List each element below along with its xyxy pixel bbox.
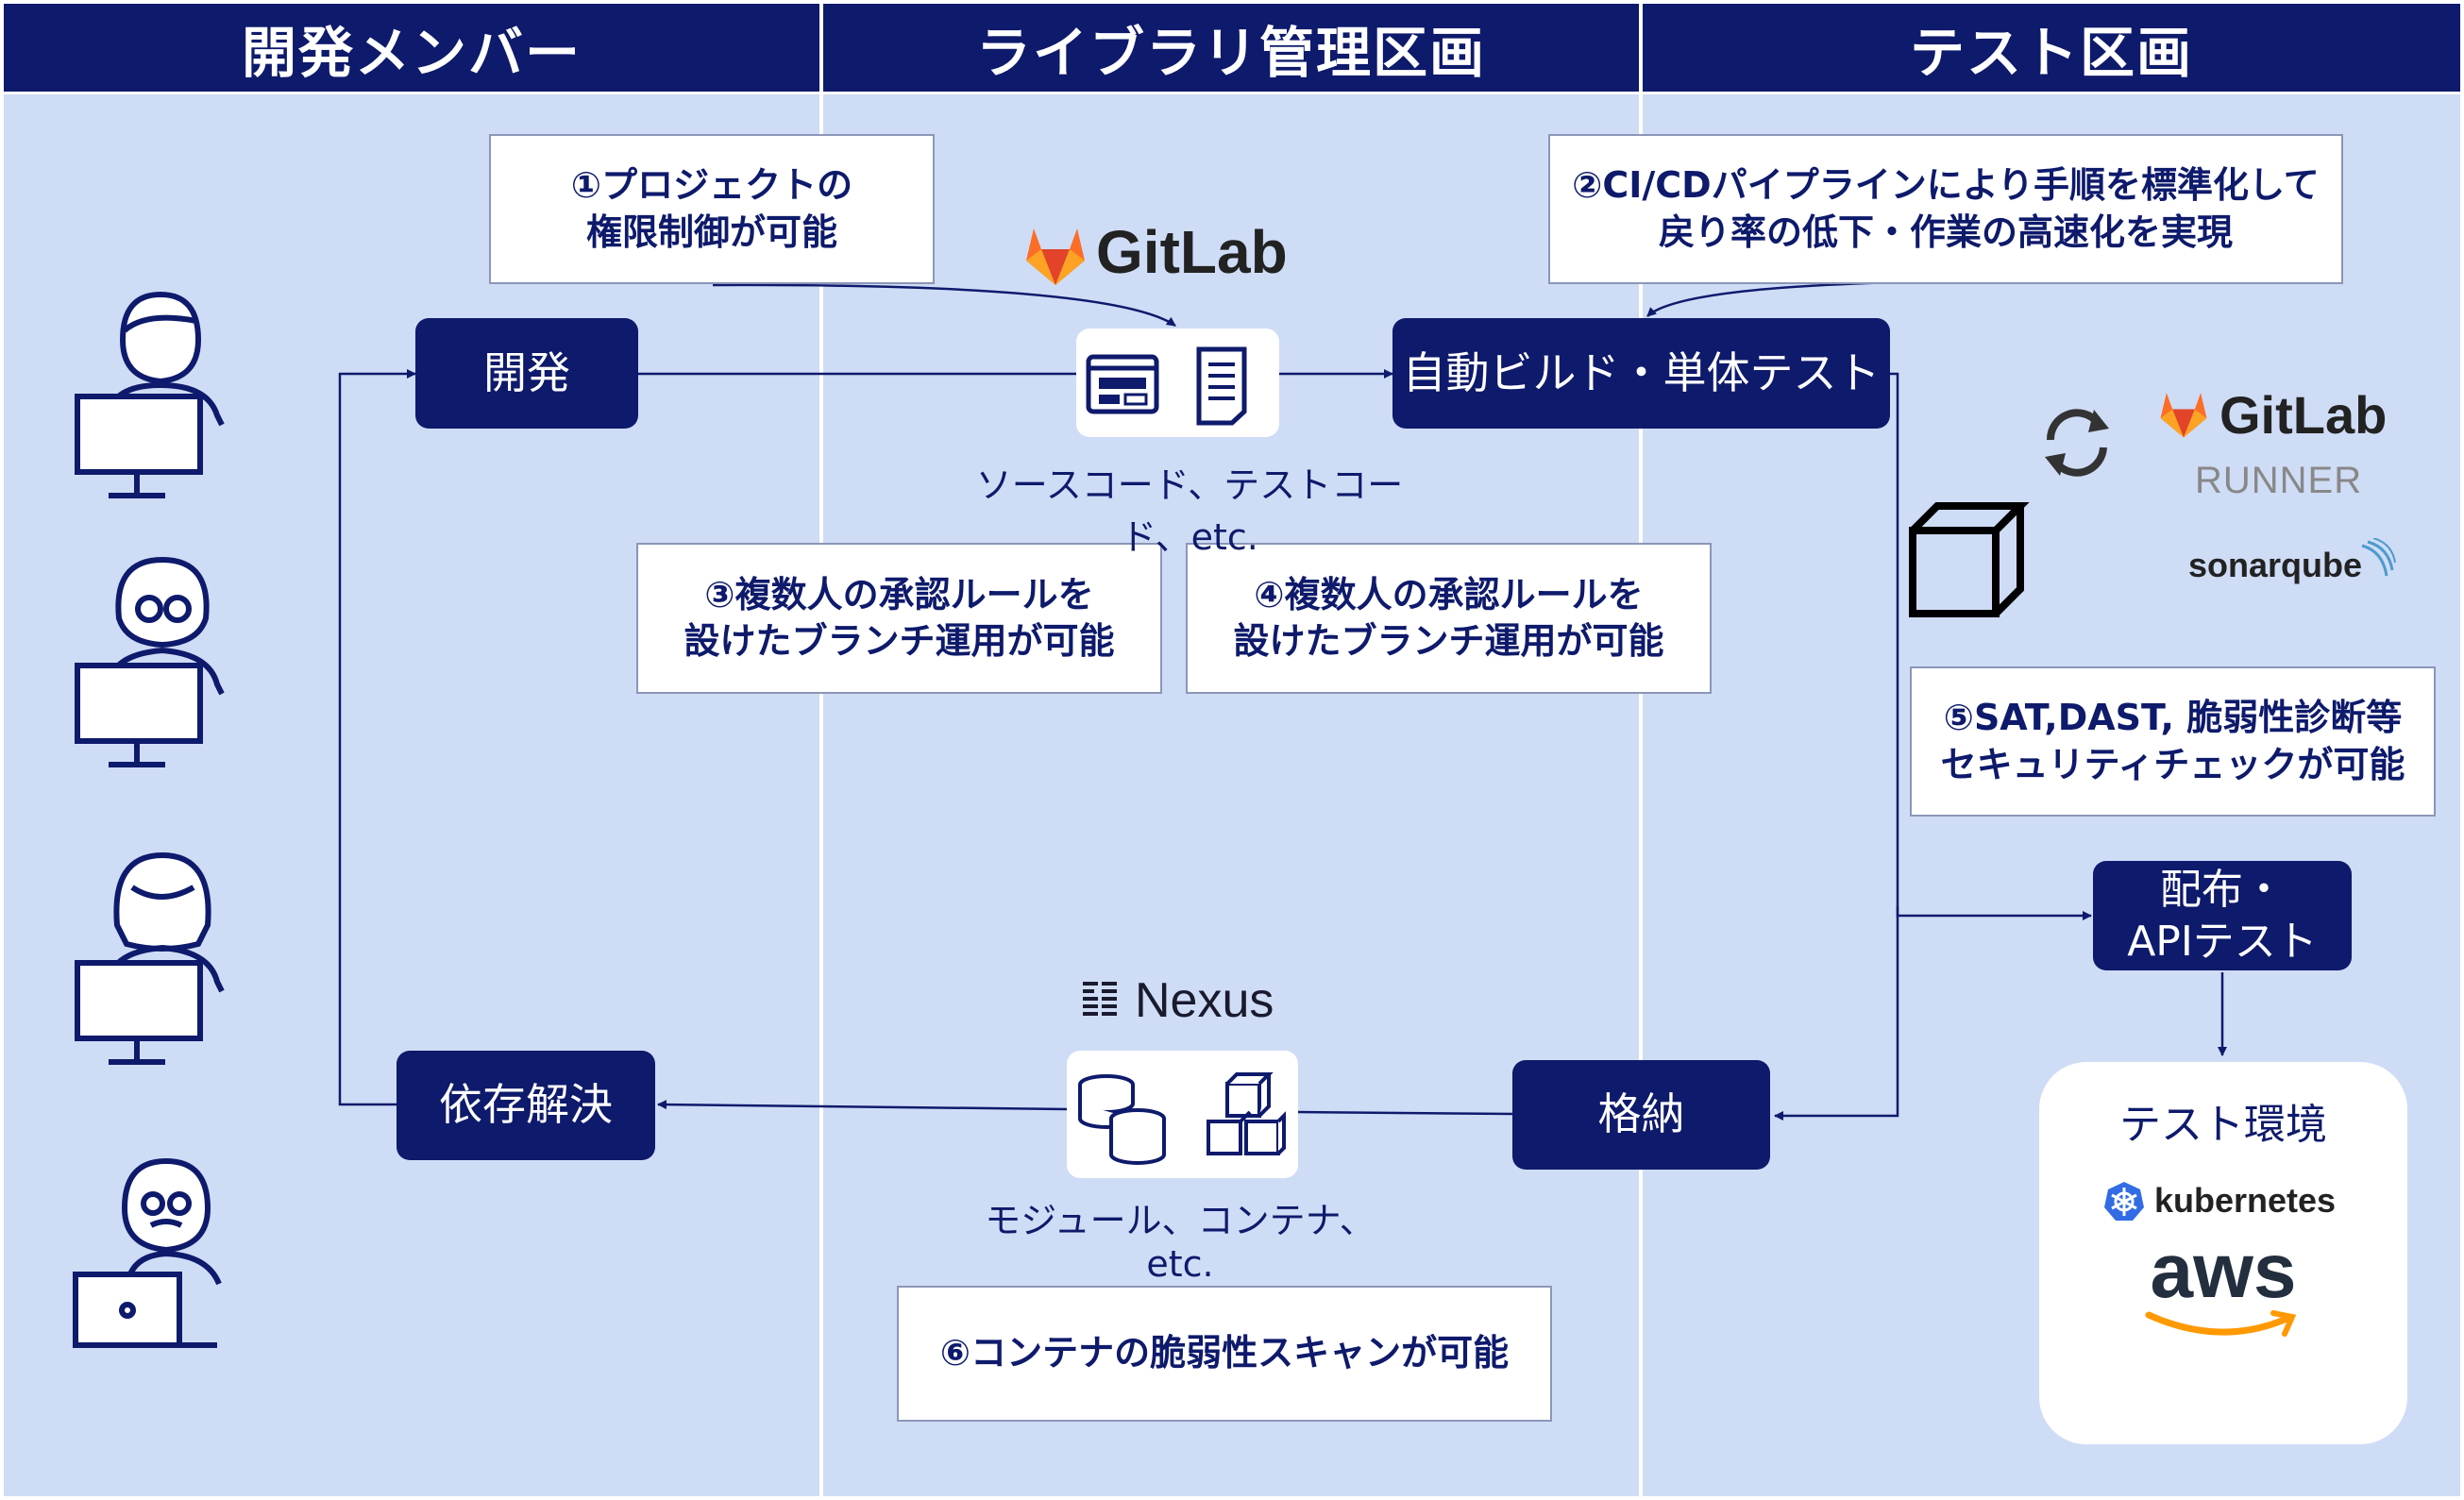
note-cicd-pipeline: ②CI/CDパイプラインにより手順を標準化して 戻り率の低下・作業の高速化を実現 <box>1548 134 2343 284</box>
arrow-note1-to-repo <box>712 283 1176 328</box>
note-permission-control: ①プロジェクトの 権限制御が可能 <box>489 134 935 284</box>
artifact-icons <box>1067 1051 1298 1178</box>
developer-man-icon <box>75 291 225 498</box>
package-cube-icon <box>1909 502 2030 617</box>
nexus-wordmark: Nexus <box>1135 973 1274 1028</box>
modules-caption: モジュール、コンテナ、etc. <box>985 1200 1375 1285</box>
lane-header-library: ライブラリ管理区画 <box>823 4 1639 92</box>
lane-header-developers: 開発メンバー <box>4 4 819 92</box>
developer-woman-glasses-icon <box>75 556 225 767</box>
source-code-caption: ソースコード、テストコード、etc. <box>975 464 1404 558</box>
sonarqube-wordmark: sonarqube <box>2188 546 2363 584</box>
sonarqube-waves-icon <box>2361 538 2396 577</box>
note-security-check: ⑤SAT,DAST, 脆弱性診断等 セキュリティチェックが可能 <box>1910 666 2436 817</box>
developer-woman-icon <box>75 851 225 1065</box>
arrow-nexus-to-resolve <box>657 1100 1068 1111</box>
lane-header-test: テスト区画 <box>1643 4 2460 92</box>
developer-man-laptop-icon <box>73 1157 222 1348</box>
arrow-build-to-store <box>1774 906 1899 1121</box>
gitlab-runner-fox-icon <box>2160 393 2207 438</box>
test-environment-card: テスト環境 kubernetes aws <box>2039 1062 2407 1444</box>
note-branch-approval-1: ③複数人の承認ルールを 設けたブランチ運用が可能 <box>636 543 1162 694</box>
sonarqube-logo: sonarqube <box>2188 538 2405 595</box>
sync-cycle-icon <box>2045 409 2109 477</box>
deploy-api-test-box: 配布・ APIテスト <box>2093 861 2352 970</box>
database-icon <box>1078 1074 1166 1165</box>
gitlab-wordmark: GitLab <box>1096 218 1288 286</box>
store-box: 格納 <box>1512 1060 1770 1170</box>
arrow-note2-to-build <box>1646 279 1946 317</box>
build-test-box: 自動ビルド・単体テスト <box>1392 318 1890 429</box>
document-icon <box>1196 346 1247 426</box>
gitlab-logo: GitLab <box>1022 217 1306 293</box>
develop-box: 開発 <box>415 318 638 429</box>
resolve-box: 依存解決 <box>397 1051 655 1160</box>
nexus-mark-icon <box>1083 982 1117 1016</box>
arrow-store-to-nexus <box>1297 1110 1513 1116</box>
note-branch-approval-2: ④複数人の承認ルールを 設けたブランチ運用が可能 <box>1186 543 1712 694</box>
gitlab-runner-logo: GitLab RUNNER <box>2157 382 2422 514</box>
note-container-scan: ⑥コンテナの脆弱性スキャンが可能 <box>897 1286 1552 1422</box>
test-environment-title: テスト環境 <box>2119 1101 2327 1149</box>
aws-wordmark: aws <box>2150 1228 2297 1314</box>
arrow-resolve-to-develop <box>338 369 416 1106</box>
gitlab-runner-wordmark: GitLab <box>2219 385 2388 445</box>
aws-smile-icon <box>2145 1310 2297 1337</box>
kubernetes-helm-icon <box>2104 1182 2144 1221</box>
repository-icons <box>1076 329 1279 437</box>
runner-wordmark: RUNNER <box>2195 460 2363 501</box>
gitlab-fox-icon <box>1026 228 1085 285</box>
arrow-build-to-deploy <box>1890 372 2092 920</box>
source-code-window-icon <box>1086 354 1159 414</box>
nexus-logo: Nexus <box>1083 970 1319 1028</box>
kubernetes-wordmark: kubernetes <box>2154 1181 2337 1220</box>
container-boxes-icon <box>1207 1072 1286 1155</box>
